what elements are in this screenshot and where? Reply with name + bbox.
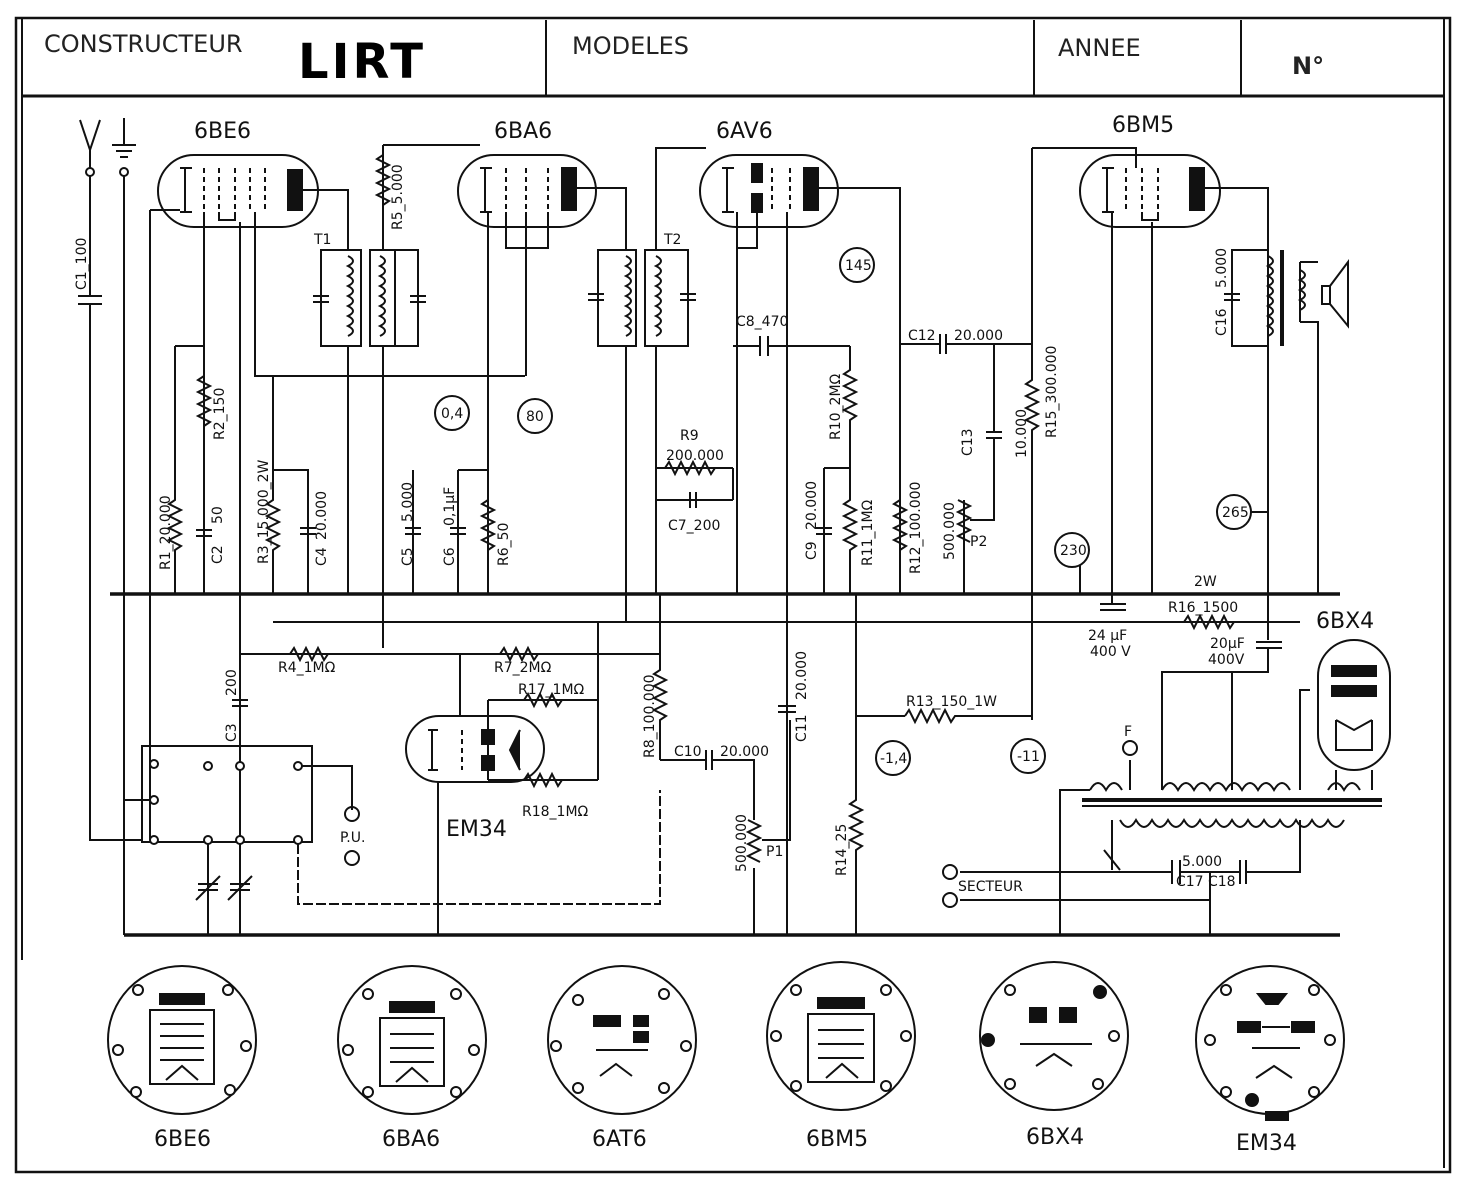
- label-c17-value: 5.000: [1182, 854, 1222, 870]
- label-c16: C16: [1214, 308, 1230, 336]
- label-c7: C7_200: [668, 518, 720, 534]
- brand-name: LIRT: [298, 34, 426, 90]
- voltage-m11: -11: [1017, 749, 1040, 765]
- tube-label-6bm5: 6BM5: [1112, 113, 1174, 138]
- label-cap20-voltage: 400V: [1208, 652, 1245, 668]
- label-cap24: 24 µF: [1088, 628, 1127, 644]
- label-c13-value: 10.000: [1014, 409, 1030, 458]
- label-c4-value: 20.000: [314, 491, 330, 540]
- label-cap24-voltage: 400 V: [1090, 644, 1131, 660]
- label-r17: R17_1MΩ: [518, 682, 585, 698]
- label-c17: C17: [1176, 874, 1204, 890]
- label-secteur: SECTEUR: [958, 879, 1023, 895]
- tube-label-em34: EM34: [446, 817, 507, 842]
- label-c2-value: 50: [210, 506, 226, 524]
- voltage-point-m11: [1010, 738, 1046, 774]
- label-r7: R7_2MΩ: [494, 660, 552, 676]
- socket-label-6at6: 6AT6: [592, 1127, 647, 1152]
- voltage-point-265: [1216, 494, 1252, 530]
- tube-label-6bx4: 6BX4: [1316, 609, 1374, 634]
- voltage-230: 230: [1060, 543, 1087, 559]
- constructeur-label: CONSTRUCTEUR: [44, 30, 243, 58]
- label-p2-value: 500.000: [942, 502, 958, 560]
- socket-label-6bm5: 6BM5: [806, 1127, 868, 1152]
- tube-label-6av6: 6AV6: [716, 119, 773, 144]
- label-r9-value: 200.000: [666, 448, 724, 464]
- voltage-point-04: [434, 395, 470, 431]
- label-c11: C11: [794, 714, 810, 742]
- numero-label: N°: [1292, 52, 1325, 80]
- voltage-point-m14: [875, 740, 911, 776]
- label-r8: R8_100.000: [642, 674, 658, 758]
- label-2w: 2W: [1194, 574, 1217, 590]
- voltage-80: 80: [526, 409, 544, 425]
- label-r14: R14_25: [834, 824, 850, 876]
- label-c12-value: 20.000: [954, 328, 1003, 344]
- label-c5-value: 5.000: [400, 482, 416, 522]
- label-c6-value: 0,1µF: [442, 487, 458, 526]
- voltage-point-145: [839, 247, 875, 283]
- label-c8: C8_470: [736, 314, 788, 330]
- label-r2: R2_150: [212, 388, 228, 440]
- label-fuse: F: [1124, 724, 1132, 740]
- label-pu: P.U.: [340, 830, 365, 846]
- label-cap20: 20µF: [1210, 636, 1245, 652]
- voltage-m14: -1,4: [880, 751, 907, 767]
- label-c9-value: 20.000: [804, 481, 820, 530]
- label-r11: R11_1MΩ: [860, 499, 876, 566]
- modeles-label: MODELES: [572, 32, 690, 60]
- voltage-145: 145: [845, 258, 872, 274]
- label-r13: R13_150_1W: [906, 694, 997, 710]
- label-r15: R15_300.000: [1044, 346, 1060, 438]
- label-c12: C12: [908, 328, 936, 344]
- voltage-04: 0,4: [441, 406, 463, 422]
- voltage-point-230: [1054, 532, 1090, 568]
- label-r12: R12_100.000: [908, 482, 924, 574]
- label-c6: C6: [442, 547, 458, 566]
- tube-socket-diagrams: [107, 961, 1345, 1121]
- label-c18: C18: [1208, 874, 1236, 890]
- socket-label-6bx4: 6BX4: [1026, 1125, 1084, 1150]
- label-r6: R6_50: [496, 523, 512, 566]
- label-r5: R5_5.000: [390, 164, 406, 230]
- label-r16: R16_1500: [1168, 600, 1238, 616]
- label-r3: R3_15.000_2W: [256, 459, 272, 564]
- label-r18: R18_1MΩ: [522, 804, 589, 820]
- label-c2: C2: [210, 545, 226, 564]
- tube-label-6ba6: 6BA6: [494, 119, 552, 144]
- label-c3-value: 200: [224, 669, 240, 696]
- transformer-label-t2: T2: [663, 232, 681, 248]
- label-c10: C10: [674, 744, 702, 760]
- label-c16-value: 5.000: [1214, 248, 1230, 288]
- socket-label-6be6: 6BE6: [154, 1127, 211, 1152]
- label-c13: C13: [960, 428, 976, 456]
- label-c11-value: 20.000: [794, 651, 810, 700]
- label-c1: C1_100: [74, 238, 90, 290]
- label-c10-value: 20.000: [720, 744, 769, 760]
- transformer-label-t1: T1: [313, 232, 331, 248]
- socket-label-em34: EM34: [1236, 1131, 1297, 1156]
- socket-label-6ba6: 6BA6: [382, 1127, 440, 1152]
- label-p2: P2: [970, 534, 987, 550]
- annee-label: ANNEE: [1058, 34, 1141, 62]
- label-c5: C5: [400, 547, 416, 566]
- label-r10: R10_2MΩ: [828, 373, 844, 440]
- label-p1-value: 500.000: [734, 814, 750, 872]
- tube-label-6be6: 6BE6: [194, 119, 251, 144]
- label-c3: C3: [224, 723, 240, 742]
- voltage-265: 265: [1222, 505, 1249, 521]
- label-r9: R9: [680, 428, 699, 444]
- label-r4: R4_1MΩ: [278, 660, 336, 676]
- label-c9: C9: [804, 541, 820, 560]
- voltage-point-80: [517, 398, 553, 434]
- label-r1: R1_20.000: [158, 495, 174, 570]
- label-c4: C4: [314, 547, 330, 566]
- label-p1: P1: [766, 844, 783, 860]
